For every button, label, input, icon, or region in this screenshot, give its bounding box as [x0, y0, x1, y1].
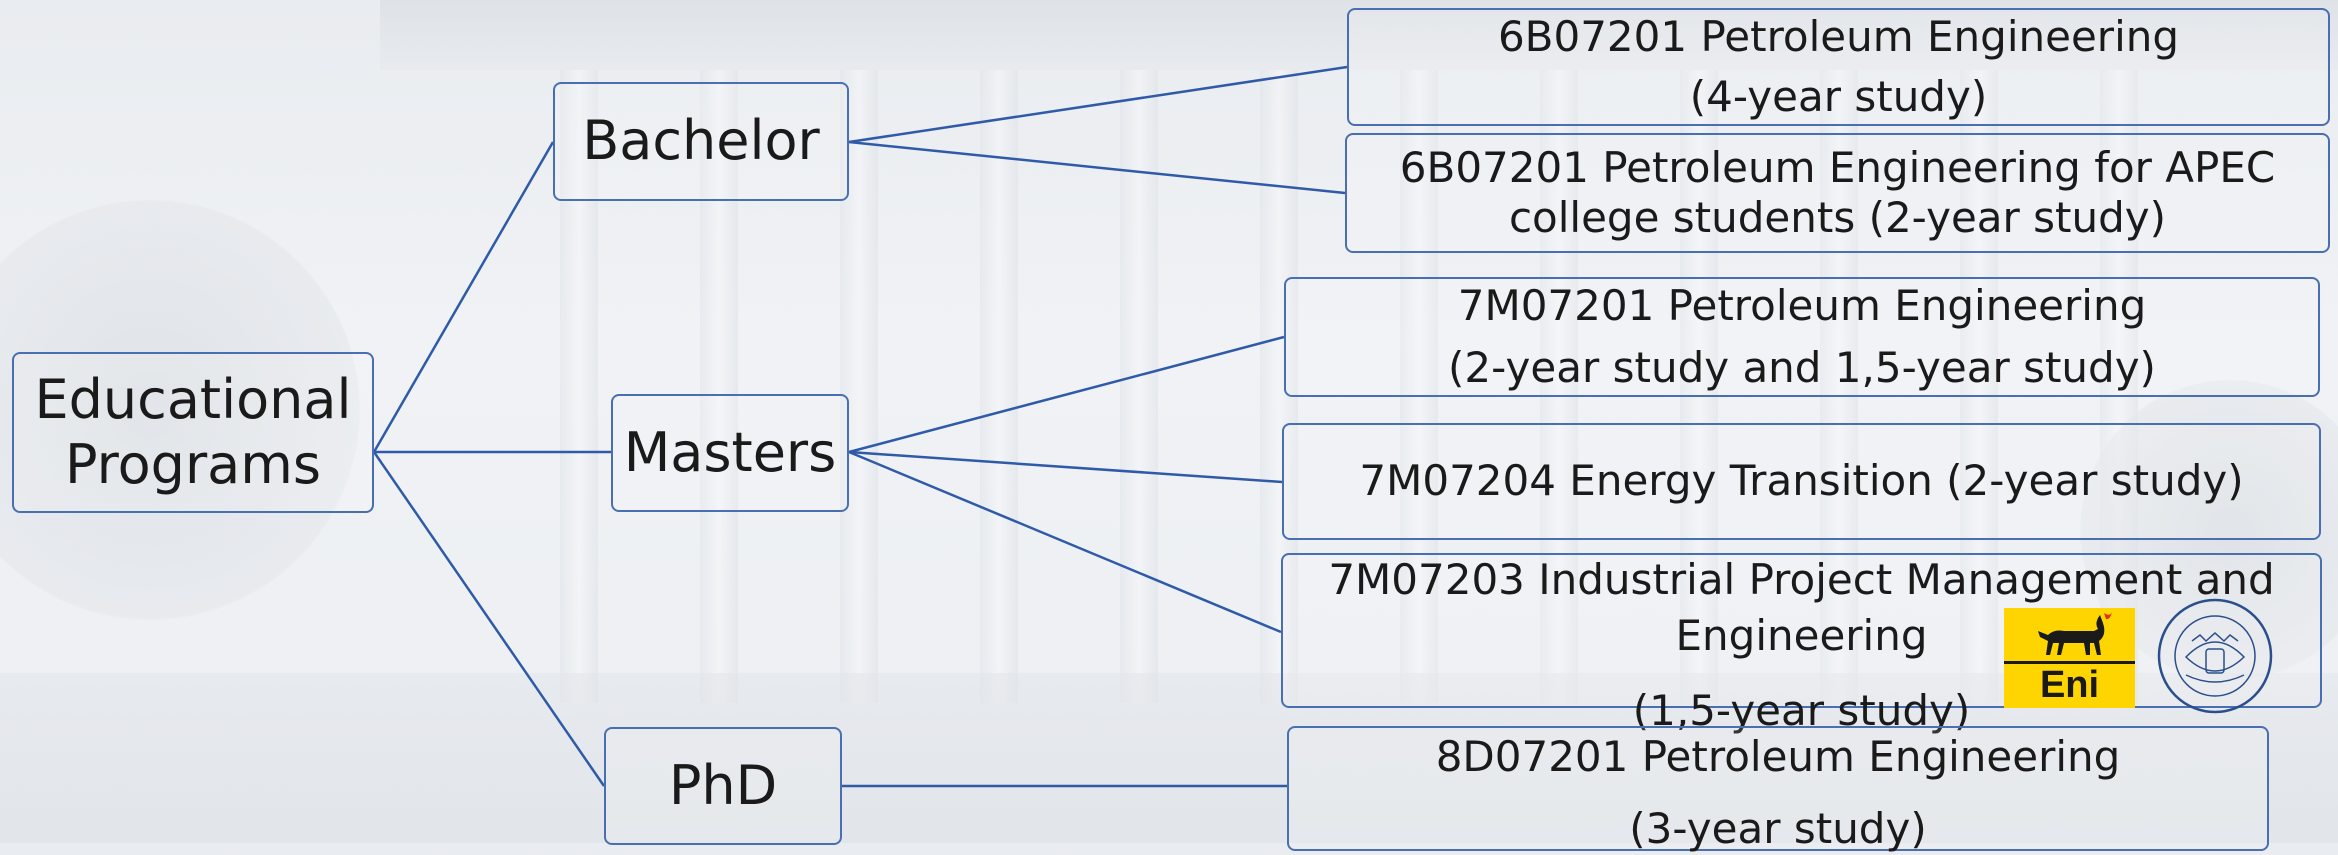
program-node-masters-2: 7M07204 Energy Transition (2-year study): [1282, 423, 2321, 540]
program-line-1: 7M07201 Petroleum Engineering: [1457, 281, 2147, 330]
program-node-bachelor-2: 6B07201 Petroleum Engineering for APEC c…: [1345, 133, 2330, 253]
six-legged-dog-icon: [2037, 612, 2112, 655]
program-line-1: 8D07201 Petroleum Engineering: [1435, 732, 2121, 781]
program-line-2: Engineering: [1675, 611, 1928, 661]
root-line-1: Educational: [34, 367, 352, 431]
program-line-1: 7M07204 Energy Transition (2-year study): [1359, 456, 2244, 506]
connector-bachelor-p1: [848, 65, 1348, 144]
program-node-bachelor-1: 6B07201 Petroleum Engineering (4-year st…: [1347, 8, 2330, 126]
program-node-phd-1: 8D07201 Petroleum Engineering (3-year st…: [1287, 726, 2269, 854]
root-line-2: Programs: [65, 432, 321, 496]
program-node-masters-1: 7M07201 Petroleum Engineering (2-year st…: [1284, 277, 2320, 397]
program-line-1: 6B07201 Petroleum Engineering: [1497, 12, 2180, 61]
level-label-bachelor: Bachelor: [582, 109, 820, 173]
root-node-educational-programs: Educational Programs: [12, 352, 374, 513]
program-line-1: 7M07203 Industrial Project Management an…: [1328, 555, 2275, 604]
level-label-masters: Masters: [623, 420, 837, 484]
level-label-phd: PhD: [668, 753, 778, 817]
eni-wordmark: Eni: [2004, 661, 2135, 704]
level-node-masters: Masters: [611, 394, 849, 512]
connector-root-bachelor: [372, 141, 555, 453]
program-line-2: (3-year study): [1629, 804, 1927, 854]
program-line-1: 6B07201 Petroleum Engineering for APEC: [1399, 142, 2276, 192]
program-line-2: college students (2-year study): [1508, 193, 2167, 242]
connector-masters-p5: [848, 450, 1282, 634]
eni-logo: Eni: [2004, 608, 2135, 708]
level-node-bachelor: Bachelor: [553, 82, 849, 201]
connector-masters-p3: [848, 335, 1285, 454]
program-line-2: (4-year study): [1689, 71, 1988, 121]
connector-root-phd: [372, 451, 606, 787]
connector-bachelor-p2: [848, 140, 1346, 195]
connector-masters-p4: [848, 450, 1283, 484]
politecnico-torino-seal: [2157, 598, 2273, 714]
level-node-phd: PhD: [604, 727, 842, 845]
program-line-2: (2-year study and 1,5-year study): [1448, 342, 2156, 392]
